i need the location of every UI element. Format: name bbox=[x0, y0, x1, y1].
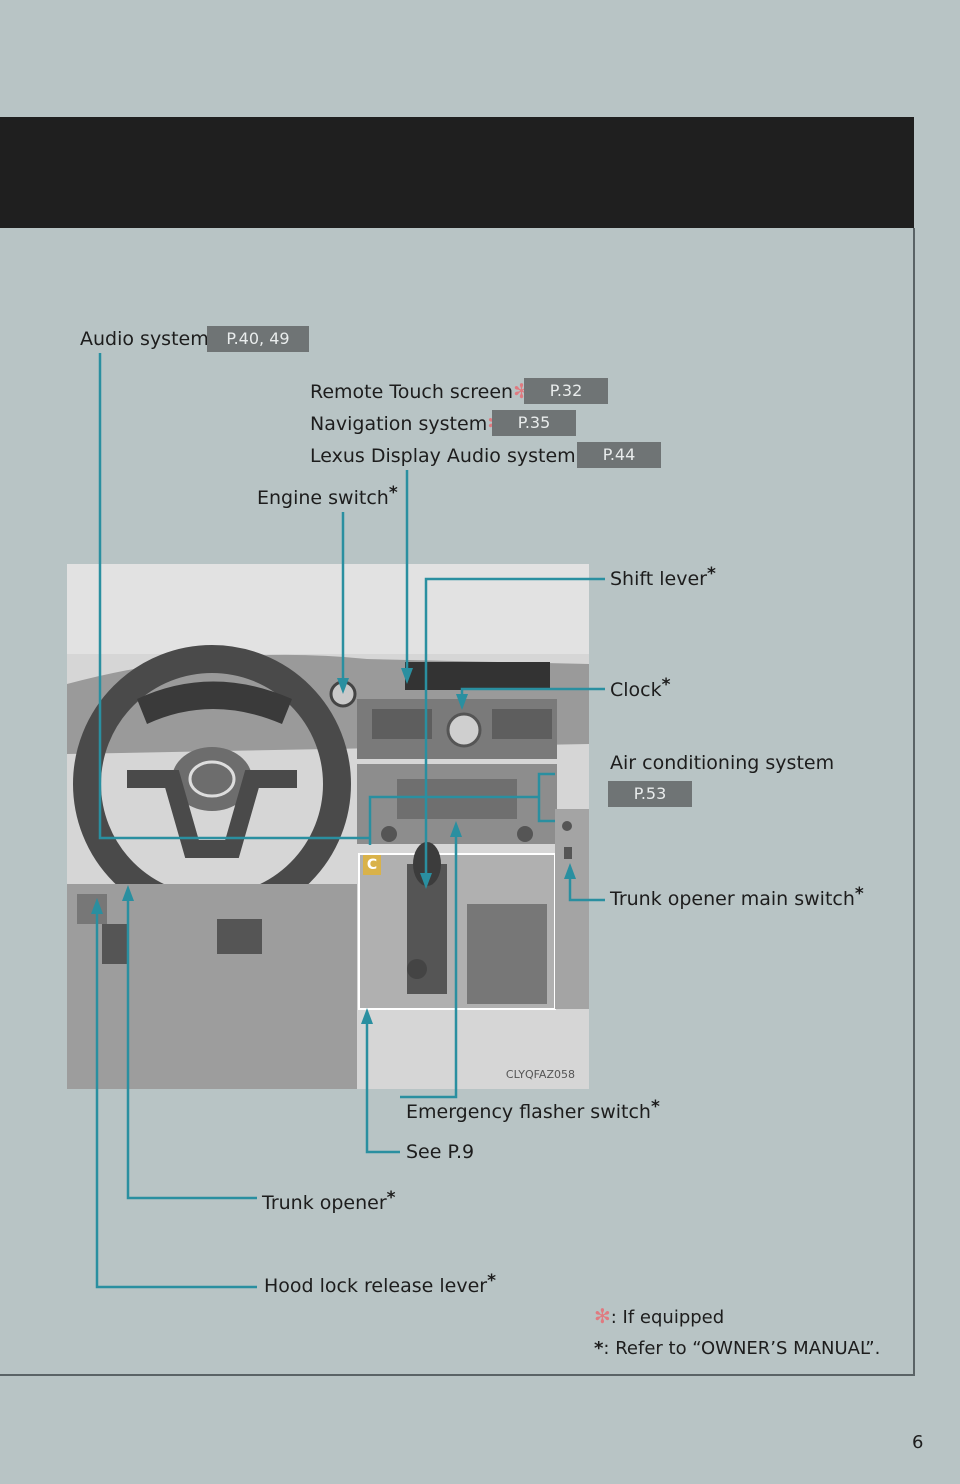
label-see-page[interactable]: See P.9 bbox=[406, 1141, 475, 1163]
manual-mark: * bbox=[650, 1097, 660, 1117]
label-emergency-flasher: Emergency flasher switch* bbox=[406, 1097, 660, 1124]
footnote-equipped: ✻: If equipped bbox=[594, 1304, 725, 1328]
header-band bbox=[0, 117, 914, 228]
dashboard-photo: CLYQFAZ058 bbox=[67, 564, 589, 1089]
dashboard-illustration bbox=[67, 564, 589, 1089]
label-air-conditioning: Air conditioning system bbox=[610, 752, 835, 774]
page-ref-air-conditioning[interactable]: P.53 bbox=[608, 781, 692, 807]
page-ref-audio[interactable]: P.40, 49 bbox=[207, 326, 309, 352]
page-ref-lexus-display-audio[interactable]: P.44 bbox=[577, 442, 661, 468]
label-navigation-system: Navigation system✻ bbox=[310, 411, 504, 436]
manual-mark: * bbox=[386, 1188, 396, 1208]
label-lexus-display-audio: Lexus Display Audio system✻ bbox=[310, 443, 592, 468]
frame-border-bottom bbox=[0, 1374, 915, 1376]
label-engine-switch: Engine switch* bbox=[257, 483, 398, 510]
label-shift-lever: Shift lever* bbox=[610, 564, 716, 591]
label-trunk-opener: Trunk opener* bbox=[262, 1188, 396, 1215]
manual-mark: * bbox=[594, 1338, 604, 1359]
page-ref-navigation[interactable]: P.35 bbox=[492, 410, 576, 436]
footnote-manual: *: Refer to “OWNER’S MANUAL”. bbox=[594, 1338, 881, 1359]
manual-mark: * bbox=[388, 483, 398, 503]
photo-code: CLYQFAZ058 bbox=[505, 1068, 575, 1081]
label-clock: Clock* bbox=[610, 675, 671, 702]
page-ref-remote-touch[interactable]: P.32 bbox=[524, 378, 608, 404]
manual-mark: * bbox=[706, 564, 716, 584]
label-hood-lock-release: Hood lock release lever* bbox=[264, 1271, 496, 1298]
manual-mark: * bbox=[854, 884, 864, 904]
equipped-mark: ✻ bbox=[594, 1304, 611, 1328]
label-trunk-opener-main-switch: Trunk opener main switch* bbox=[610, 884, 864, 911]
frame-border-right bbox=[913, 228, 915, 1376]
label-audio-system: Audio system bbox=[80, 328, 209, 350]
area-marker: C bbox=[363, 855, 381, 875]
manual-mark: * bbox=[661, 675, 671, 695]
label-remote-touch: Remote Touch screen✻ bbox=[310, 379, 530, 403]
page-number: 6 bbox=[912, 1432, 924, 1453]
manual-mark: * bbox=[487, 1271, 496, 1291]
